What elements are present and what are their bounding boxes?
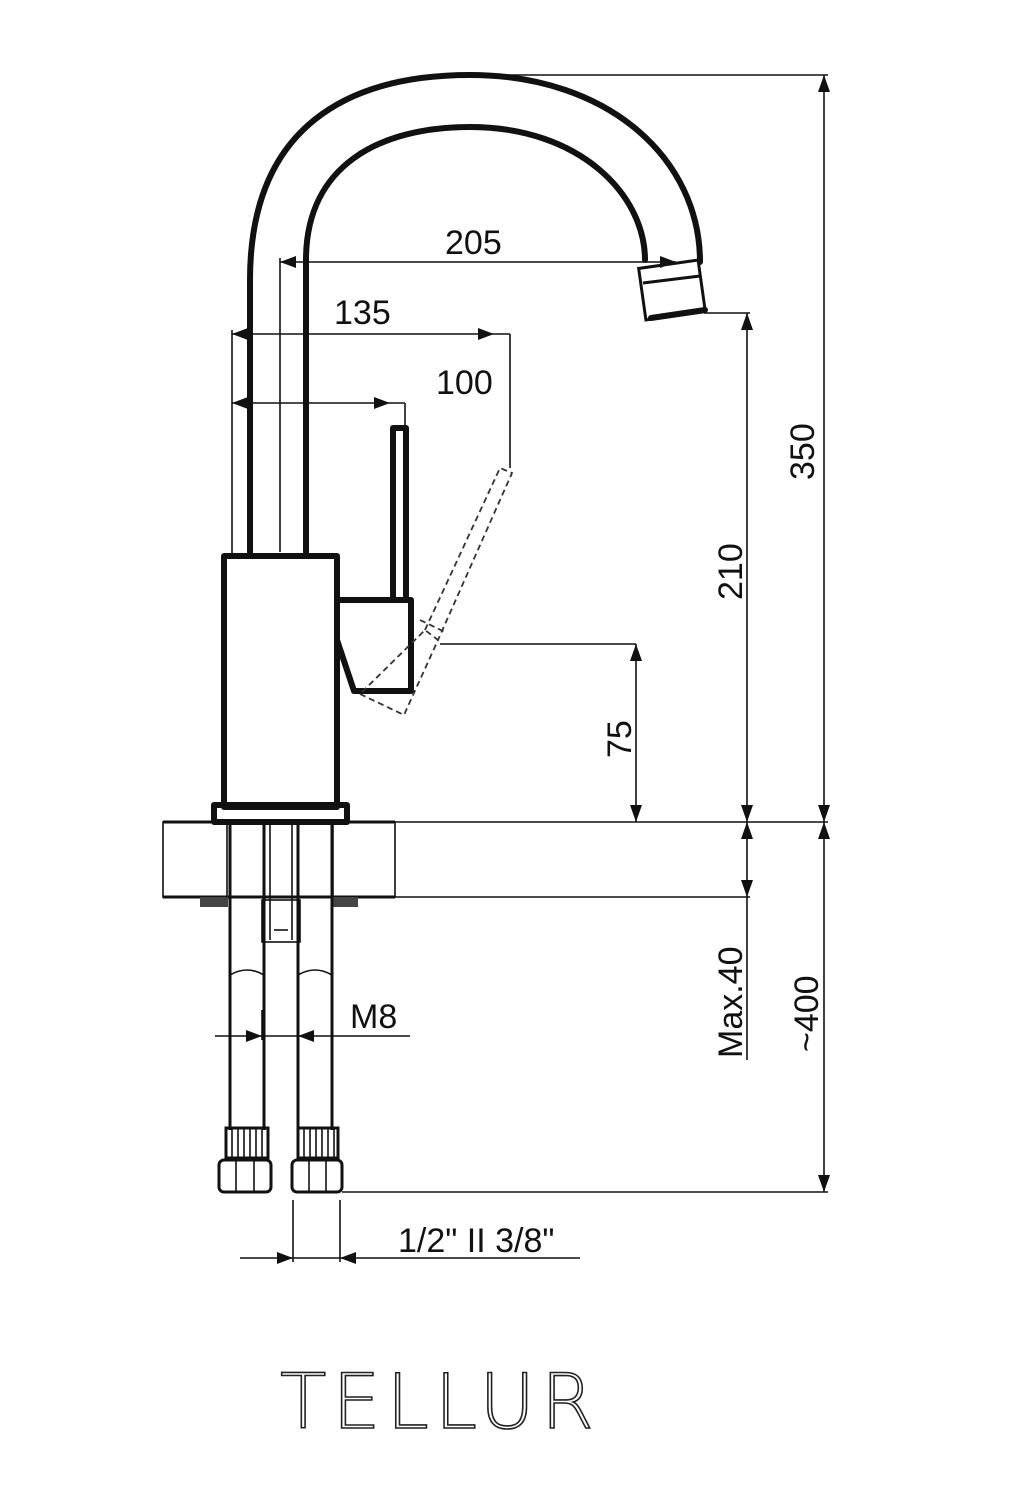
lever-handle: [334, 425, 514, 717]
dim-handle-height: 75: [601, 720, 639, 758]
dim-hose-connection: 1/2" II 3/8": [398, 1222, 554, 1260]
dim-max-deck: Max.40: [712, 947, 750, 1059]
mixer-body: [211, 553, 350, 825]
spout: [247, 72, 708, 555]
hoses-and-studs: [217, 822, 344, 1194]
dim-handle-reach-closed: 100: [436, 364, 493, 402]
dimension-lines: [215, 74, 830, 1264]
product-title: TELLUR: [280, 1357, 600, 1446]
dim-hose-length: ~400: [788, 975, 826, 1052]
dim-handle-reach-open: 135: [334, 294, 391, 332]
dim-total-height: 350: [784, 423, 822, 480]
dim-spout-reach: 205: [445, 224, 502, 262]
dim-stud-thread: M8: [350, 998, 397, 1036]
dim-outlet-height: 210: [712, 543, 750, 600]
countertop: [162, 820, 396, 907]
